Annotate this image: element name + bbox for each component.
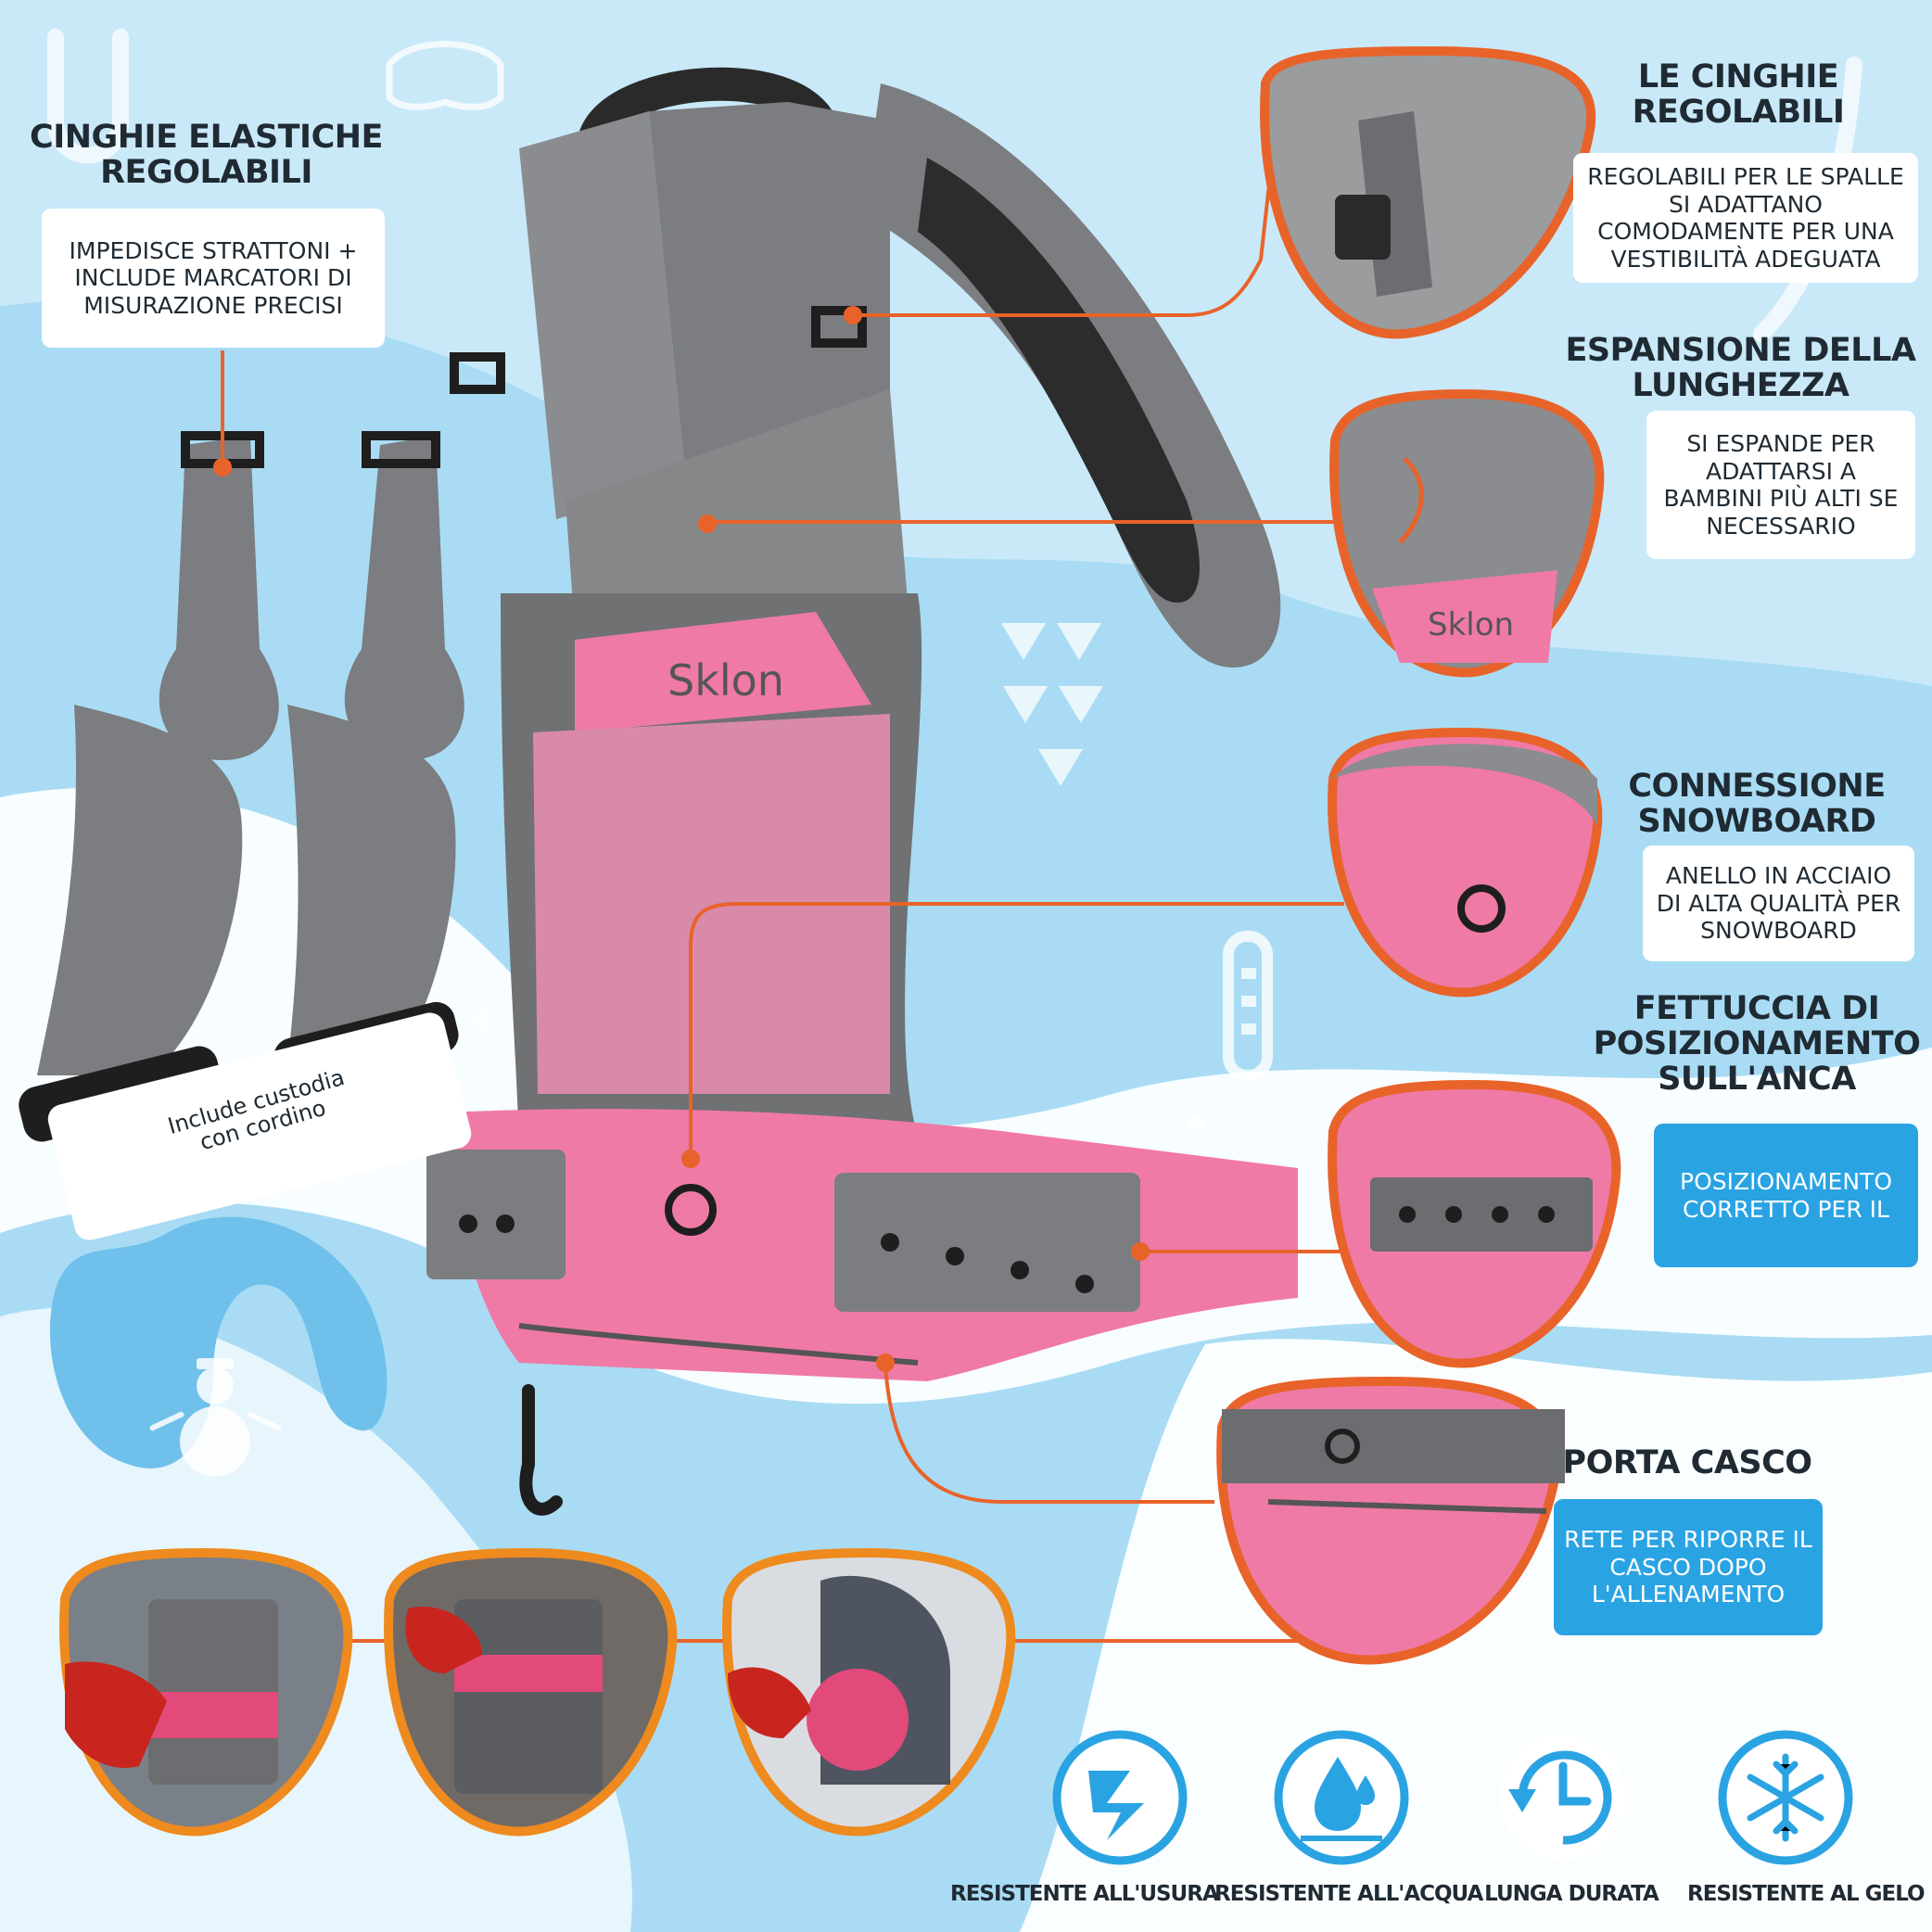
frost-resistant-icon bbox=[1718, 1730, 1853, 1865]
long-lasting-label: LUNGA DURATA bbox=[1484, 1882, 1659, 1906]
water-resistant-icon bbox=[1274, 1730, 1409, 1865]
goggles-icon bbox=[386, 41, 504, 110]
detail-snowboard-ring bbox=[1328, 727, 1603, 998]
elastic-straps-title: CINGHIE ELASTICHE REGOLABILI bbox=[30, 119, 383, 191]
usage-photo-2 bbox=[384, 1547, 678, 1837]
water-resistant-label: RESISTENTE ALL'ACQUA bbox=[1214, 1882, 1483, 1906]
harness-brand-logo: Sklon bbox=[667, 655, 784, 705]
detail-helmet-holder bbox=[1216, 1376, 1565, 1665]
detail-shoulder-buckle bbox=[1260, 46, 1596, 339]
usage-photo-3 bbox=[722, 1547, 1016, 1837]
svg-text:Sklon: Sklon bbox=[1428, 606, 1514, 643]
snowboard-connection-description: ANELLO IN ACCIAIO DI ALTA QUALITÀ PER SN… bbox=[1643, 845, 1914, 961]
wear-resistant-icon bbox=[1052, 1730, 1188, 1865]
helmet-holder-description: RETE PER RIPORRE IL CASCO DOPO L'ALLENAM… bbox=[1554, 1499, 1823, 1635]
elastic-tethers bbox=[37, 436, 464, 1075]
hip-strap-title: FETTUCCIA DI POSIZIONAMENTO SULL'ANCA bbox=[1593, 990, 1921, 1098]
detail-length-expansion: Sklon bbox=[1329, 388, 1605, 678]
wear-resistant-label: RESISTENTE ALL'USURA bbox=[950, 1882, 1219, 1906]
snowboard-connection-title: CONNESSIONE SNOWBOARD bbox=[1628, 768, 1886, 840]
usage-photo-1 bbox=[59, 1547, 353, 1837]
snowman-icon bbox=[149, 1358, 282, 1477]
shoulder-straps-title: LE CINGHIE REGOLABILI bbox=[1632, 58, 1845, 131]
length-expansion-description: SI ESPANDE PER ADATTARSI A BAMBINI PIÙ A… bbox=[1646, 411, 1915, 559]
length-expansion-title: ESPANSIONE DELLA LUNGHEZZA bbox=[1565, 332, 1916, 404]
helmet-holder-title: PORTA CASCO bbox=[1562, 1444, 1812, 1481]
detail-hip-strap bbox=[1328, 1079, 1621, 1368]
long-lasting-icon bbox=[1500, 1735, 1626, 1861]
frost-resistant-label: RESISTENTE AL GELO bbox=[1687, 1882, 1926, 1906]
elastic-straps-description: IMPEDISCE STRATTONI + INCLUDE MARCATORI … bbox=[42, 209, 385, 348]
shoulder-straps-description: REGOLABILI PER LE SPALLE SI ADATTANO COM… bbox=[1573, 153, 1918, 283]
hip-strap-description: POSIZIONAMENTO CORRETTO PER IL bbox=[1654, 1124, 1918, 1267]
